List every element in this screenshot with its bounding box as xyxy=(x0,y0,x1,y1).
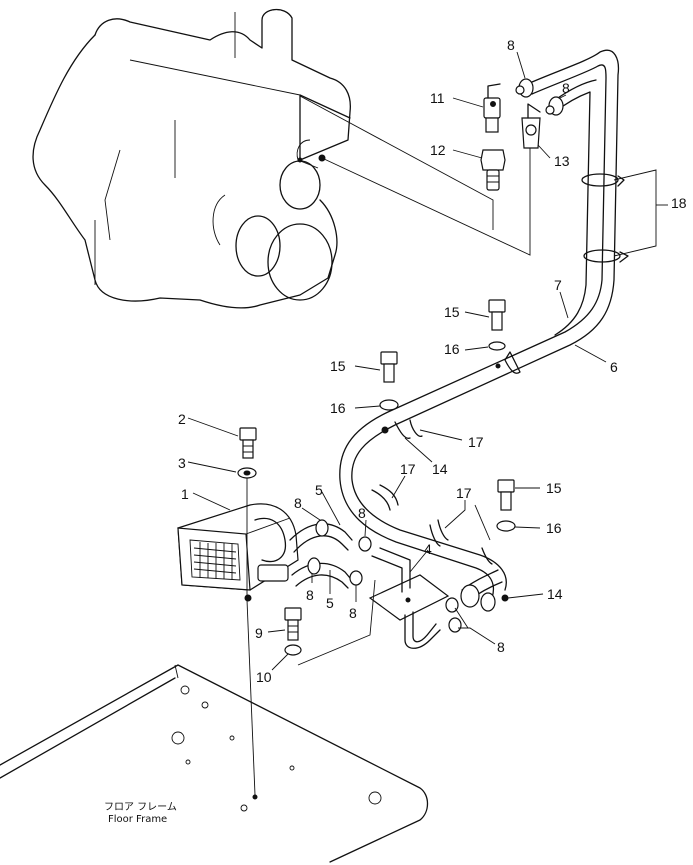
callout-14-mid: 14 xyxy=(432,461,448,477)
bolt-9 xyxy=(284,607,302,641)
callout-8-lower-b: 8 xyxy=(349,605,357,621)
callout-14-right: 14 xyxy=(547,586,563,602)
bolt-15-mid xyxy=(380,351,398,383)
callout-16-right: 16 xyxy=(546,520,562,536)
washer-3-hole xyxy=(243,470,251,476)
floor-frame-label-jp: フロア フレーム xyxy=(104,801,177,813)
bolt-2 xyxy=(239,427,257,459)
right-hose-ends xyxy=(445,569,503,633)
callout-12: 12 xyxy=(430,142,446,158)
callout-8-heater: 8 xyxy=(294,495,302,511)
callout-8-lower-a: 8 xyxy=(306,587,314,603)
callout-16-top: 16 xyxy=(444,341,460,357)
callout-15-mid: 15 xyxy=(330,358,346,374)
washer-10-leader xyxy=(297,579,376,666)
callout-9: 9 xyxy=(255,625,263,641)
washer-10 xyxy=(284,644,302,656)
callout-18: 18 xyxy=(671,195,687,211)
short-hoses xyxy=(289,519,372,589)
callout-8-top2: 8 xyxy=(562,80,570,96)
callout-10: 10 xyxy=(256,669,272,685)
callout-17-left: 17 xyxy=(400,461,416,477)
valve-13 xyxy=(521,103,541,149)
callout-3: 3 xyxy=(178,455,186,471)
washer-16-top xyxy=(488,341,506,351)
floor-frame-label-en: Floor Frame xyxy=(108,814,167,825)
heater-hoses xyxy=(339,49,620,602)
floor-frame xyxy=(0,599,429,863)
callout-13: 13 xyxy=(554,153,570,169)
callout-16-mid: 16 xyxy=(330,400,346,416)
callout-2: 2 xyxy=(178,411,186,427)
callout-1: 1 xyxy=(181,486,189,502)
callout-4: 4 xyxy=(424,541,432,557)
bracket-18 xyxy=(581,169,657,263)
valve-11 xyxy=(483,83,501,133)
engine-outline xyxy=(32,8,351,309)
adapter-12 xyxy=(480,149,506,191)
callout-labels: 1 2 3 4 5 5 6 7 8 8 8 8 8 8 8 9 10 11 12… xyxy=(178,37,687,685)
callout-8-top: 8 xyxy=(507,37,515,53)
bracket-4 xyxy=(368,547,450,649)
callout-6: 6 xyxy=(610,359,618,375)
callout-17-mid: 17 xyxy=(468,434,484,450)
callout-17-right: 17 xyxy=(456,485,472,501)
heater-unit xyxy=(177,503,299,602)
callout-7: 7 xyxy=(554,277,562,293)
washer-16-mid xyxy=(379,399,399,411)
callout-15-right: 15 xyxy=(546,480,562,496)
leader-lines xyxy=(187,51,668,671)
callout-5-lower: 5 xyxy=(326,595,334,611)
callout-15-top: 15 xyxy=(444,304,460,320)
callout-5-upper: 5 xyxy=(315,482,323,498)
callout-11: 11 xyxy=(430,90,445,106)
callout-8-bracket: 8 xyxy=(358,505,366,521)
bolt-15-top xyxy=(488,299,506,331)
bolt-15-right xyxy=(497,479,515,511)
callout-8-right: 8 xyxy=(497,639,505,655)
washer-16-right xyxy=(496,520,516,532)
engine-leader-lines xyxy=(299,95,531,256)
